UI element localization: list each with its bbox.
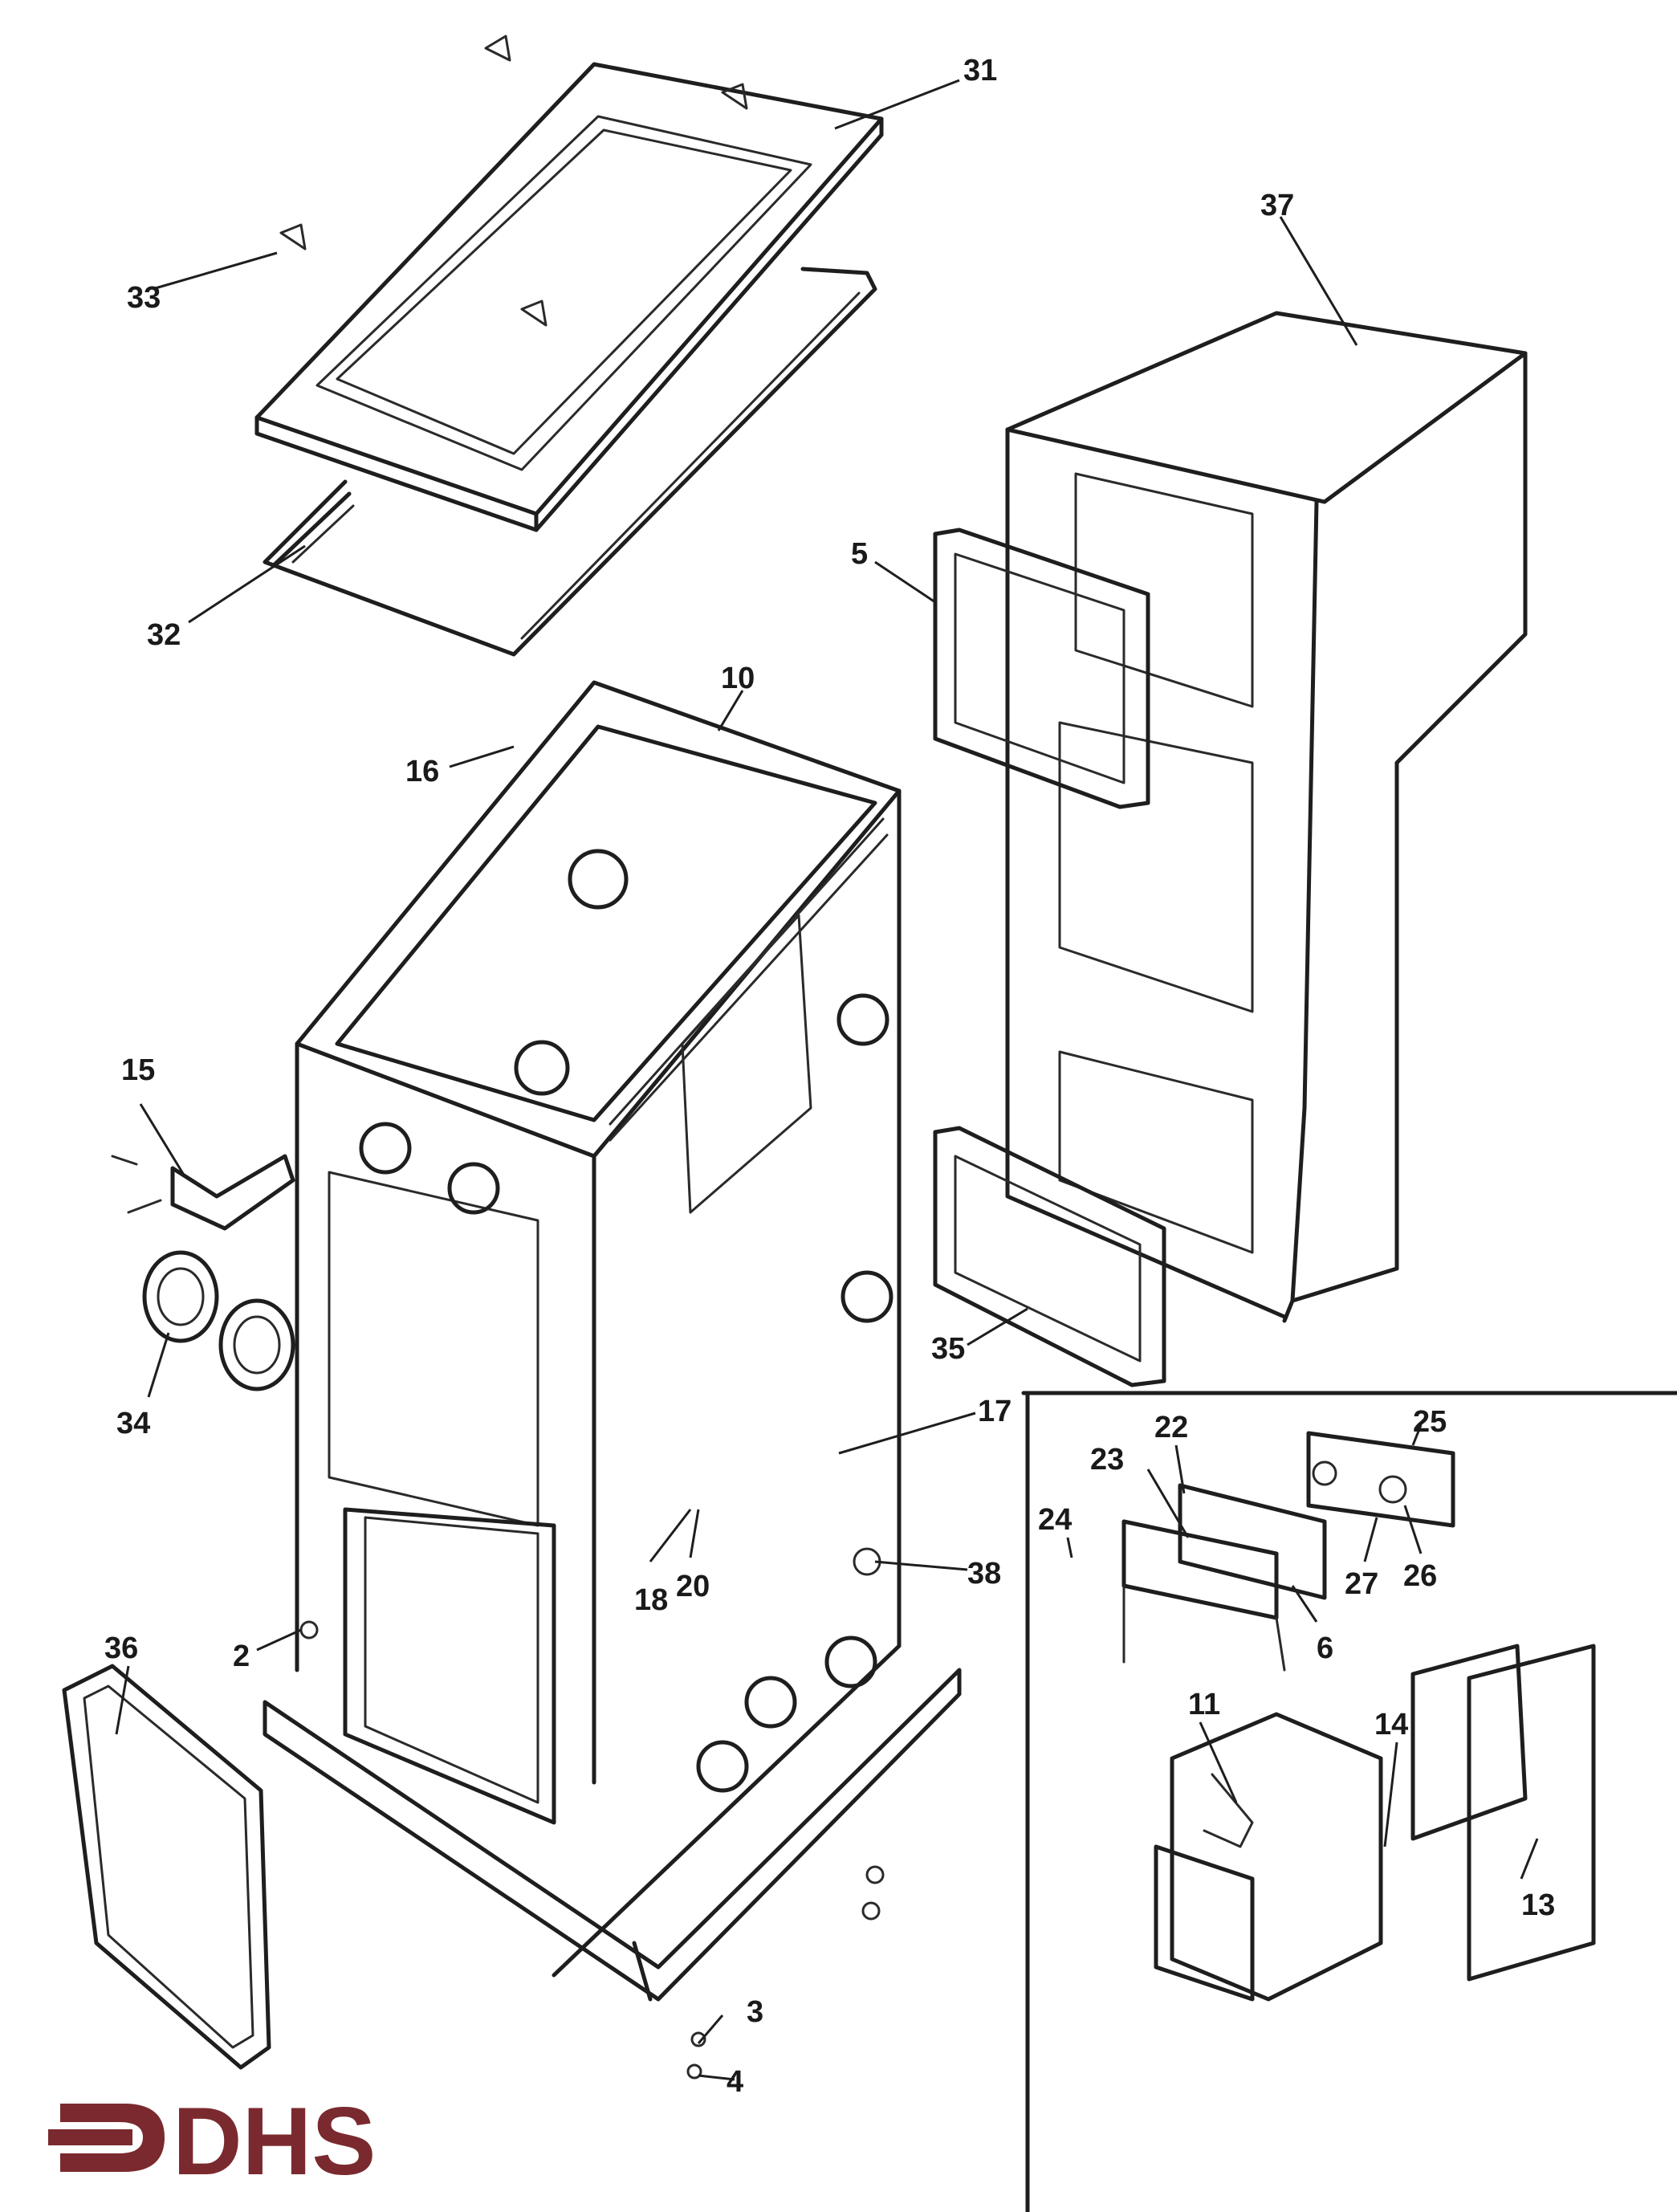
part-labels: 31 33 37 32 5 10 16 15 34 17 35 22 25 23…: [104, 54, 1555, 2099]
side-bracket: [111, 1154, 295, 1231]
part-label: 14: [1374, 1708, 1408, 1741]
part-label: 10: [721, 662, 755, 695]
part-label: 6: [1317, 1632, 1333, 1665]
leader-lines: [115, 79, 1539, 2081]
lid-gasket: [263, 267, 877, 657]
part-label: 31: [963, 54, 997, 88]
part-label: 11: [1188, 1688, 1220, 1721]
part-label: 32: [147, 618, 181, 652]
inset-divider: [1021, 1391, 1677, 2212]
logo-mark: [48, 2104, 165, 2172]
part-label: 13: [1521, 1888, 1555, 1922]
part-label: 26: [1403, 1559, 1437, 1593]
part-label: 37: [1260, 189, 1294, 222]
part-label: 38: [967, 1557, 1001, 1591]
top-lid-panel: [254, 62, 884, 532]
rear-enclosure: [1005, 311, 1528, 1323]
part-label: 24: [1038, 1503, 1072, 1537]
logo-text: DHS: [173, 2088, 376, 2195]
fasteners: [279, 35, 885, 2080]
part-label: 16: [405, 755, 439, 788]
base-rail: [263, 1668, 962, 2002]
part-label: 23: [1090, 1443, 1124, 1477]
main-cabinet-body: [295, 680, 902, 1978]
part-label: 22: [1154, 1411, 1188, 1444]
sealing-rings: [142, 1250, 295, 1391]
dhs-logo: DHS: [48, 2088, 376, 2195]
part-label: 20: [676, 1570, 710, 1603]
part-label: 34: [116, 1407, 150, 1440]
part-label: 27: [1345, 1567, 1378, 1601]
part-label: 25: [1413, 1405, 1447, 1439]
part-label: 35: [931, 1332, 965, 1366]
part-label: 4: [727, 2065, 743, 2099]
lower-gasket-frame: [933, 1126, 1166, 1387]
part-label: 3: [747, 1995, 763, 2029]
part-label: 5: [851, 537, 868, 571]
part-label: 36: [104, 1632, 138, 1665]
part-label: 2: [233, 1640, 250, 1673]
part-label: 17: [978, 1395, 1011, 1428]
inset-assembly: [1121, 1431, 1596, 2002]
part-label: 18: [634, 1583, 668, 1617]
part-label: 33: [127, 281, 161, 315]
front-gasket: [62, 1664, 271, 2070]
upper-gasket-frame: [933, 528, 1150, 809]
part-label: 15: [121, 1053, 155, 1087]
